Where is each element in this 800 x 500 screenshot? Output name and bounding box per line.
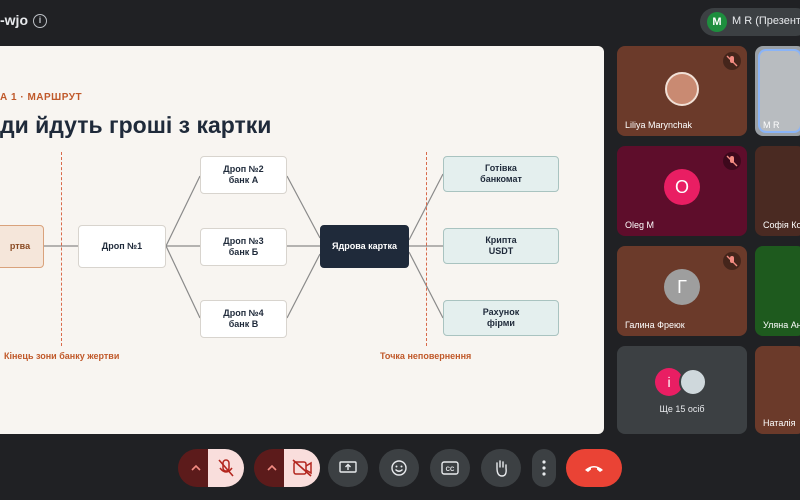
more-participants-label: Ще 15 осіб	[659, 404, 705, 414]
meeting-code: -wjo	[0, 12, 28, 28]
presenter-avatar: M	[707, 12, 727, 32]
participant-name: Софія Ко	[763, 220, 800, 230]
participant-name: Liliya Marynchak	[625, 120, 693, 130]
participant-tile-liliya[interactable]: Liliya Marynchak	[617, 46, 747, 136]
node-victim: ртва	[0, 225, 44, 268]
node-drop-2: Дроп №2 банк А	[200, 156, 287, 194]
camera-toggle-button[interactable]	[284, 449, 320, 487]
label-bank-zone-end: Кінець зони банку жертви	[4, 351, 120, 361]
avatar: Г	[664, 269, 700, 305]
node-crypto: Крипта USDT	[443, 228, 559, 264]
presentation-slide: А 1 · МАРШРУТ ди йдуть гроші з картки рт…	[0, 46, 604, 434]
participant-tile-mr[interactable]: M R	[755, 46, 800, 136]
node-core-card: Ядрова картка	[320, 225, 409, 268]
avatar: O	[664, 169, 700, 205]
flow-arrows	[44, 173, 444, 319]
node-cash: Готівка банкомат	[443, 156, 559, 192]
end-call-button[interactable]	[566, 449, 622, 487]
mic-toggle-button[interactable]	[208, 449, 244, 487]
divider-no-return	[426, 152, 427, 346]
divider-bank-zone	[61, 152, 62, 346]
emoji-icon	[391, 460, 407, 476]
more-participants-tile[interactable]: і Ще 15 осіб	[617, 346, 747, 434]
node-drop-3: Дроп №3 банк Б	[200, 228, 287, 266]
present-screen-icon	[339, 461, 357, 473]
participant-tile-oleg[interactable]: O Oleg M	[617, 146, 747, 236]
participant-tile-natalia[interactable]: Наталія	[755, 346, 800, 434]
presenter-chip[interactable]: M M R (Презента	[700, 8, 800, 36]
avatar-photo	[679, 368, 707, 396]
top-bar: -wjo i M M R (Презента	[0, 0, 800, 44]
speaking-highlight	[758, 49, 800, 133]
more-options-button[interactable]	[532, 449, 556, 487]
info-icon[interactable]: i	[33, 14, 47, 28]
present-button[interactable]	[328, 449, 368, 487]
presenter-label: M R (Презента	[732, 15, 800, 27]
raise-hand-button[interactable]	[481, 449, 521, 487]
camera-off-icon	[292, 459, 312, 477]
participant-tile-uliana[interactable]: Уляна Ан	[755, 246, 800, 336]
node-drop-4: Дроп №4 банк В	[200, 300, 287, 338]
slide-kicker: А 1 · МАРШРУТ	[0, 92, 83, 103]
avatar: і	[655, 368, 683, 396]
participant-name: Уляна Ан	[763, 320, 800, 330]
participant-name: Галина Фреюк	[625, 320, 685, 330]
slide-title: ди йдуть гроші з картки	[0, 112, 272, 138]
emoji-button[interactable]	[379, 449, 419, 487]
svg-text:CC: CC	[446, 467, 455, 473]
node-firm-account: Рахунок фірми	[443, 300, 559, 336]
end-call-icon	[585, 466, 603, 472]
participant-name: Наталія	[763, 418, 796, 428]
participant-tile-sofia[interactable]: Софія Ко	[755, 146, 800, 236]
more-options-icon	[542, 460, 546, 476]
label-no-return: Точка неповернення	[380, 351, 472, 361]
node-drop-1: Дроп №1	[78, 225, 166, 268]
mic-off-icon	[218, 459, 234, 477]
participant-tile-halyna[interactable]: Г Галина Фреюк	[617, 246, 747, 336]
mic-off-icon	[723, 152, 741, 170]
captions-button[interactable]: CC	[430, 449, 470, 487]
participant-name: Oleg M	[625, 220, 655, 230]
call-controls: CC	[168, 441, 630, 495]
raise-hand-icon	[496, 460, 507, 477]
profile-photo	[665, 72, 699, 106]
captions-icon: CC	[441, 461, 459, 475]
participant-name: M R	[763, 120, 780, 130]
mic-off-icon	[723, 52, 741, 70]
mic-off-icon	[723, 252, 741, 270]
